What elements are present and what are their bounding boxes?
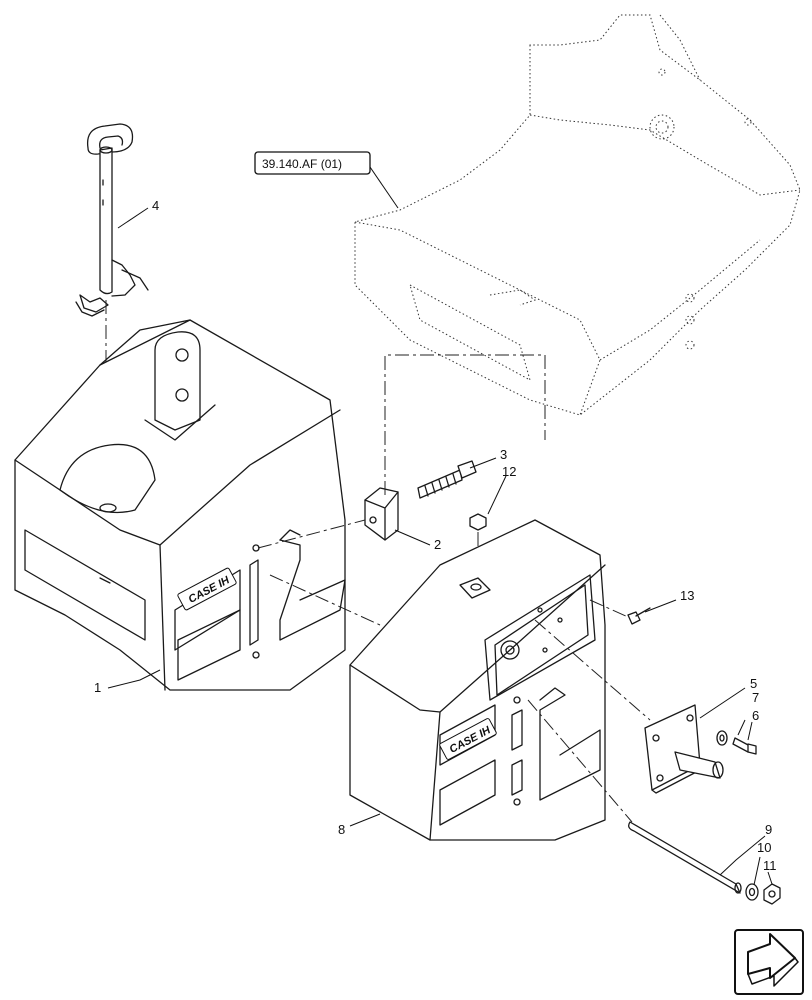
mounting-plate (644, 704, 724, 794)
callout-9: 9 (765, 822, 772, 837)
long-rod (628, 821, 742, 894)
reference-box[interactable]: 39.140.AF (01) (254, 151, 371, 175)
axis-left-right-weight (269, 574, 381, 626)
left-weight-block (14, 319, 346, 691)
bolt-medium (732, 737, 757, 755)
right-weight-block (349, 519, 606, 841)
leader-lines (107, 207, 773, 886)
callout-4: 4 (152, 198, 159, 213)
axis-bolt-13 (589, 599, 629, 618)
callout-1: 1 (94, 680, 101, 695)
callout-labels: 1 2 3 4 5 6 7 8 9 10 11 12 13 (94, 198, 777, 873)
washer-large (745, 883, 759, 901)
callout-3: 3 (500, 447, 507, 462)
spacer-block (364, 487, 399, 541)
callout-10: 10 (757, 840, 771, 855)
callout-11: 11 (763, 858, 777, 873)
callout-5: 5 (750, 676, 757, 691)
axis-top-link (384, 354, 546, 495)
axis-rod (527, 699, 633, 823)
next-page-arrow-icon[interactable] (734, 929, 804, 995)
washer-small (716, 730, 728, 746)
callout-2: 2 (434, 537, 441, 552)
callout-12: 12 (502, 464, 516, 479)
pin-with-ring (75, 123, 149, 317)
bolt-long (417, 460, 477, 499)
callout-8: 8 (338, 822, 345, 837)
callout-7: 7 (752, 690, 759, 705)
reference-frame-dotted (354, 14, 801, 416)
callout-6: 6 (752, 708, 759, 723)
reference-label: 39.140.AF (01) (262, 157, 342, 171)
callout-13: 13 (680, 588, 694, 603)
axis-block-left (257, 519, 366, 549)
nut-small (469, 513, 487, 531)
bolt-small (627, 607, 651, 625)
axis-plate (534, 619, 651, 721)
nut-large (763, 883, 781, 905)
